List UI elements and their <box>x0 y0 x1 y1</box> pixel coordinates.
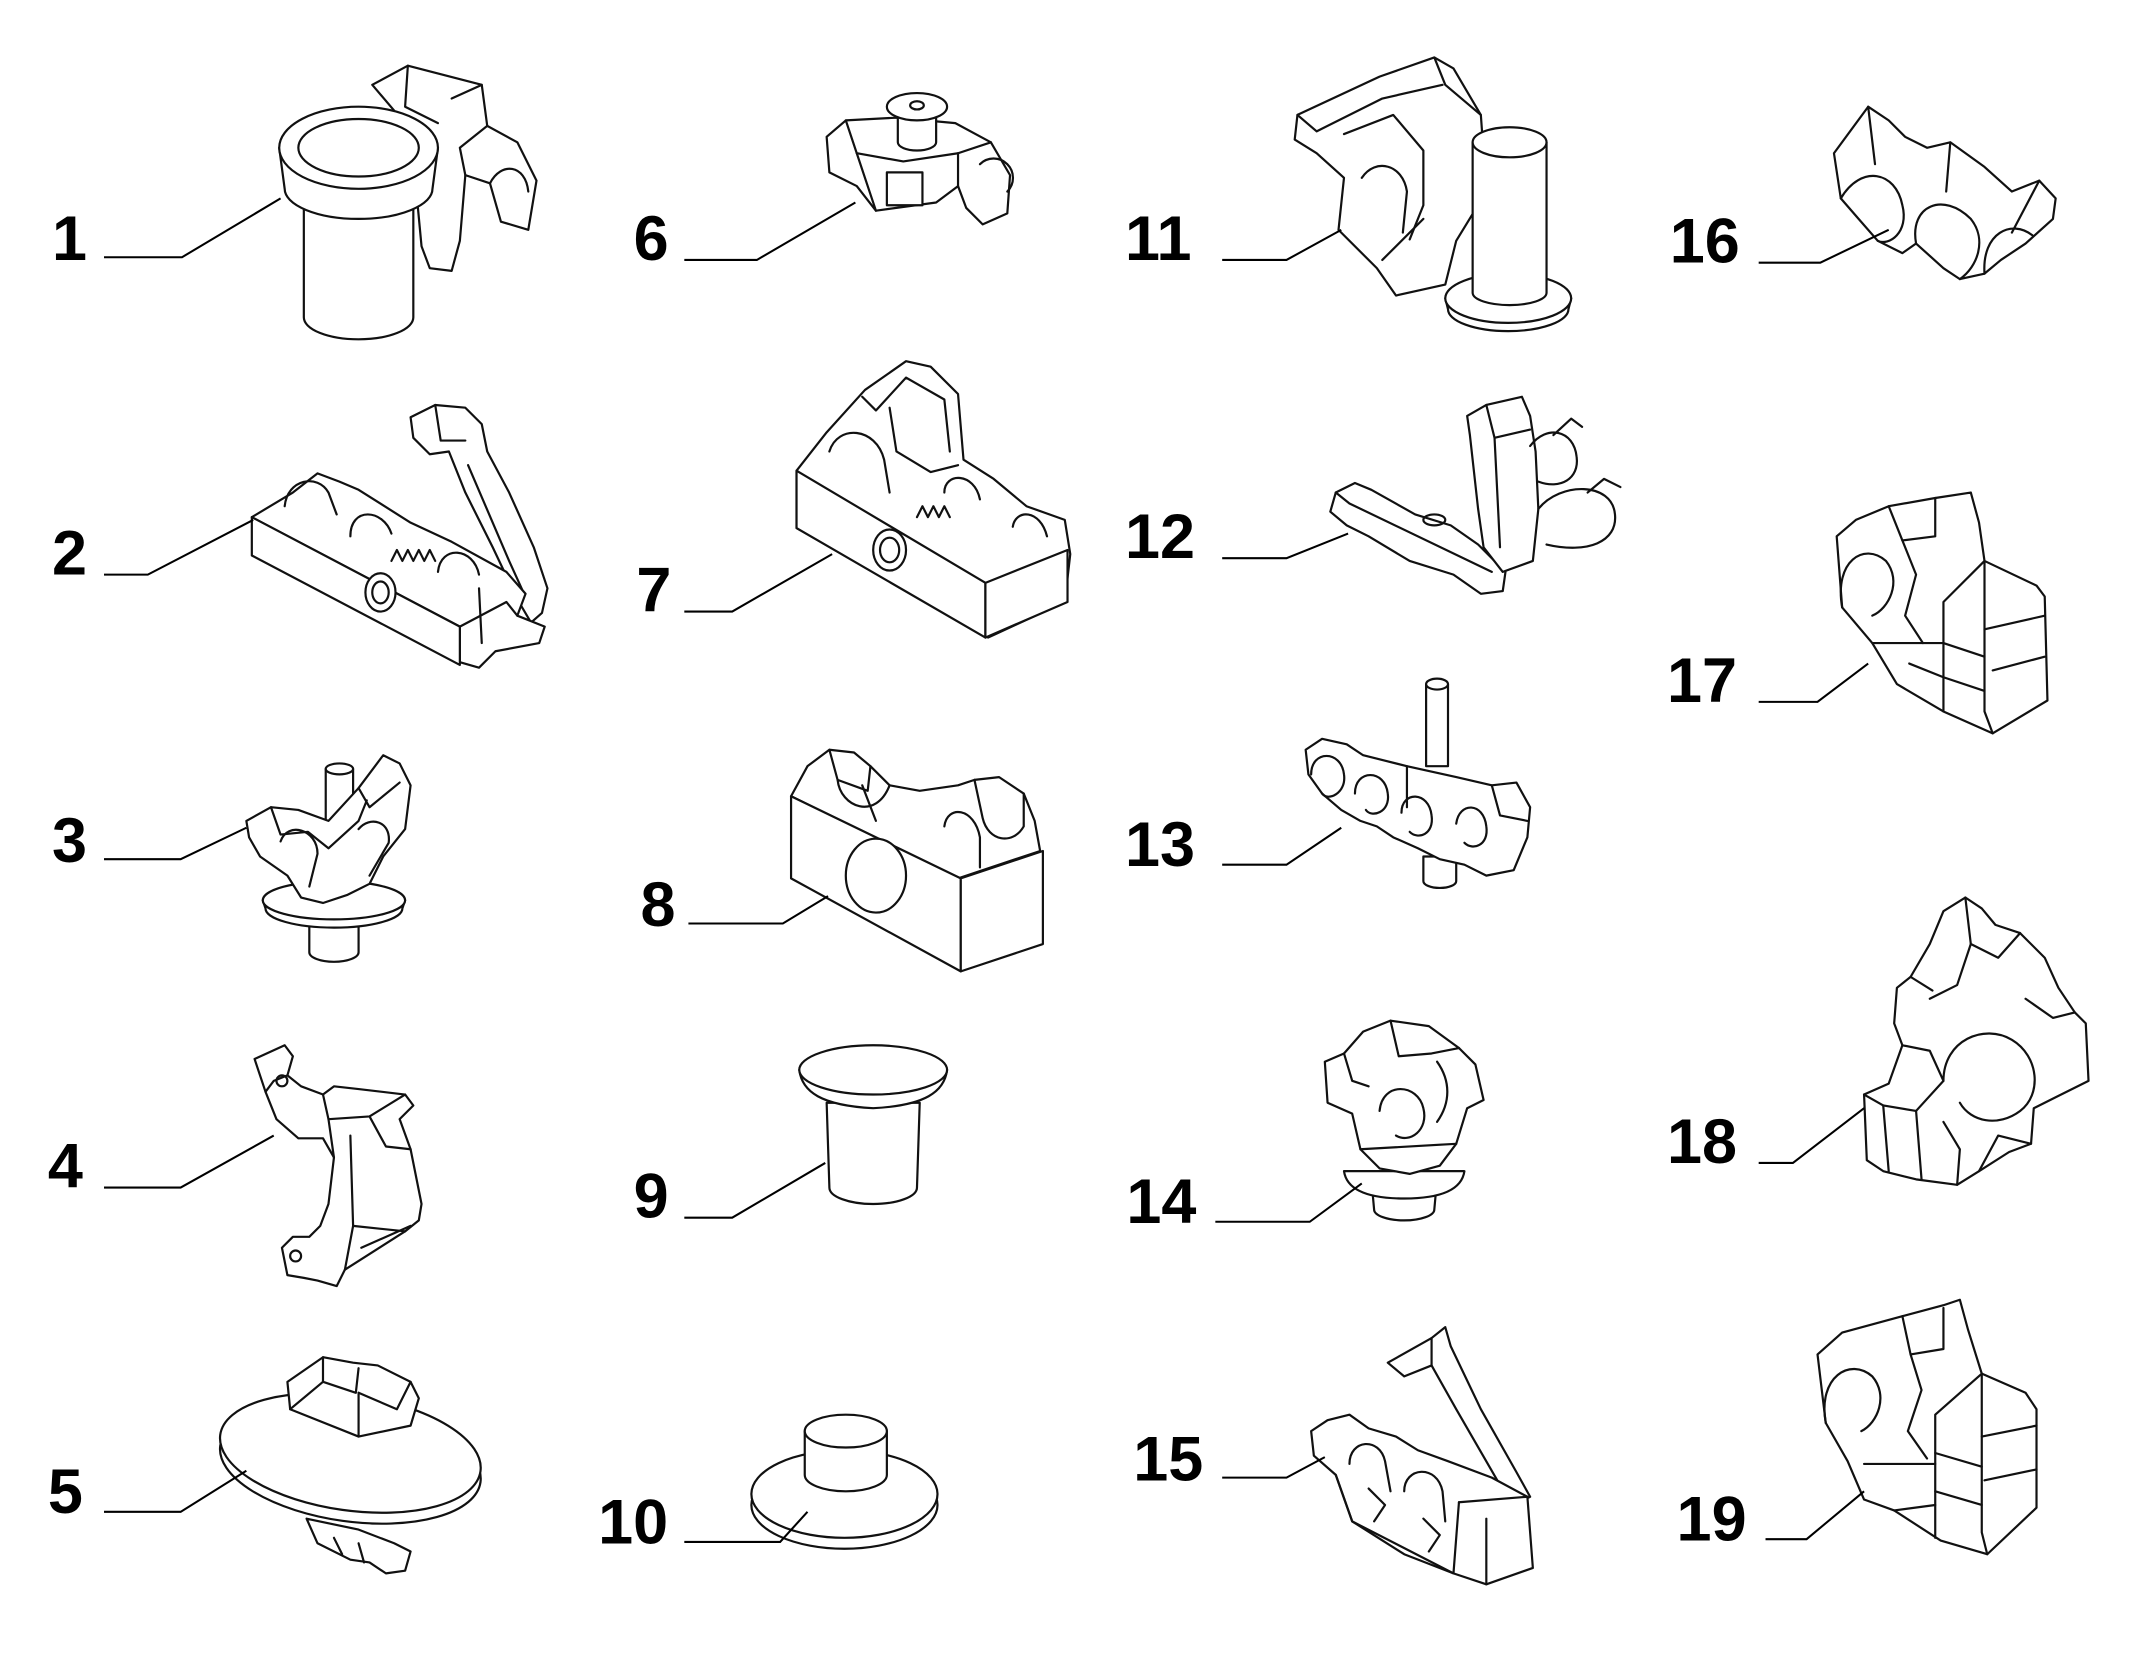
leader-line-17 <box>1758 662 1869 703</box>
leader-line-5 <box>104 1469 247 1513</box>
part-2-drawing <box>250 403 549 669</box>
part-9-drawing <box>798 1044 949 1206</box>
callout-number-7: 7 <box>636 556 671 626</box>
callout-number-18: 18 <box>1667 1107 1737 1177</box>
part-12-drawing <box>1329 395 1622 595</box>
leader-line-9 <box>684 1162 826 1219</box>
leader-line-18 <box>1758 1107 1865 1164</box>
part-3-drawing <box>245 754 412 963</box>
leader-line-13 <box>1222 826 1342 866</box>
part-19-drawing <box>1816 1298 2038 1556</box>
leader-line-12 <box>1222 532 1349 560</box>
callout-number-8: 8 <box>641 870 676 940</box>
callout-number-11: 11 <box>1125 204 1192 274</box>
callout-number-12: 12 <box>1125 502 1195 572</box>
callout-number-10: 10 <box>598 1487 668 1557</box>
part-16-drawing <box>1832 105 2057 281</box>
leader-line-11 <box>1222 228 1342 261</box>
callout-number-14: 14 <box>1126 1167 1196 1237</box>
callout-number-6: 6 <box>634 204 669 274</box>
leader-line-2 <box>104 518 254 576</box>
leader-line-7 <box>684 553 833 613</box>
leader-line-1 <box>104 197 282 259</box>
part-18-drawing <box>1862 896 2090 1186</box>
part-17-drawing <box>1835 491 2049 735</box>
part-13-drawing <box>1304 677 1532 890</box>
callout-number-1: 1 <box>52 204 87 274</box>
leader-line-15 <box>1222 1456 1326 1479</box>
leader-line-6 <box>684 201 856 261</box>
leader-line-16 <box>1758 228 1890 264</box>
callout-number-15: 15 <box>1133 1424 1203 1494</box>
part-7-drawing <box>795 360 1072 639</box>
part-5-drawing <box>218 1356 482 1575</box>
leader-line-3 <box>104 826 247 861</box>
callout-number-16: 16 <box>1670 207 1740 277</box>
leader-line-10 <box>684 1511 809 1543</box>
callout-number-19: 19 <box>1677 1485 1747 1555</box>
callout-number-2: 2 <box>52 519 87 589</box>
leader-line-19 <box>1765 1490 1865 1541</box>
callout-number-5: 5 <box>48 1457 83 1527</box>
part-8-drawing <box>789 748 1044 973</box>
callout-number-13: 13 <box>1125 810 1195 880</box>
callout-number-3: 3 <box>52 806 87 876</box>
part-6-drawing <box>825 91 1015 226</box>
part-10-drawing <box>750 1413 939 1550</box>
part-14-drawing <box>1323 1019 1485 1222</box>
leader-line-8 <box>688 895 829 925</box>
callout-number-9: 9 <box>634 1162 669 1232</box>
part-1-drawing <box>278 64 538 341</box>
callout-number-17: 17 <box>1667 646 1737 716</box>
callout-number-4: 4 <box>48 1132 83 1202</box>
leader-line-14 <box>1215 1182 1363 1223</box>
part-4-drawing <box>253 1044 423 1288</box>
part-11-drawing <box>1293 56 1573 333</box>
part-15-drawing <box>1310 1326 1534 1586</box>
leader-line-4 <box>104 1134 275 1189</box>
